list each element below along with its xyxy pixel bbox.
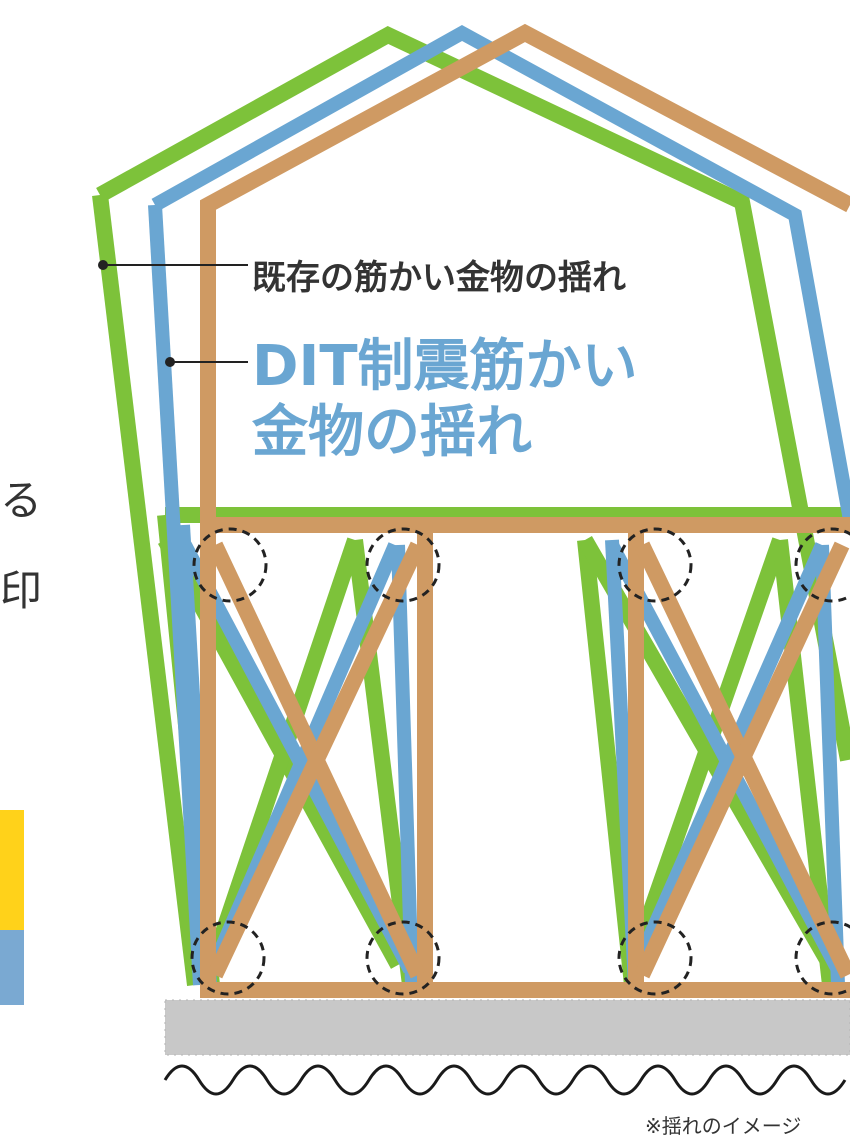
label-dit-sway: DIT制震筋かい 金物の揺れ bbox=[252, 334, 638, 466]
joint-circle bbox=[365, 920, 441, 996]
base-frame bbox=[200, 23, 850, 998]
joint-circle bbox=[794, 920, 850, 996]
joint-circle bbox=[192, 527, 268, 603]
leader-dot bbox=[165, 357, 175, 367]
leader-dot bbox=[98, 260, 108, 270]
edge-text-char: る bbox=[0, 476, 43, 525]
ground-wave bbox=[163, 1064, 847, 1096]
label-dit-line2: 金物の揺れ bbox=[252, 400, 532, 465]
legend-swatch-blue bbox=[0, 930, 24, 1005]
joint-circle bbox=[794, 527, 850, 603]
label-existing-sway: 既存の筋かい金物の揺れ bbox=[252, 258, 626, 298]
legend-swatch-yellow bbox=[0, 810, 24, 930]
footnote: ※揺れのイメージ bbox=[645, 1114, 802, 1138]
leader-lines bbox=[98, 260, 248, 367]
joint-circle bbox=[617, 527, 693, 603]
joint-circle bbox=[617, 920, 693, 996]
joint-circle bbox=[190, 920, 266, 996]
joint-circles bbox=[190, 527, 850, 996]
label-dit-line1: DIT制震筋かい bbox=[252, 334, 638, 399]
foundation bbox=[165, 1000, 850, 1055]
edge-text-char: 印 bbox=[0, 566, 43, 615]
joint-circle bbox=[365, 527, 441, 603]
